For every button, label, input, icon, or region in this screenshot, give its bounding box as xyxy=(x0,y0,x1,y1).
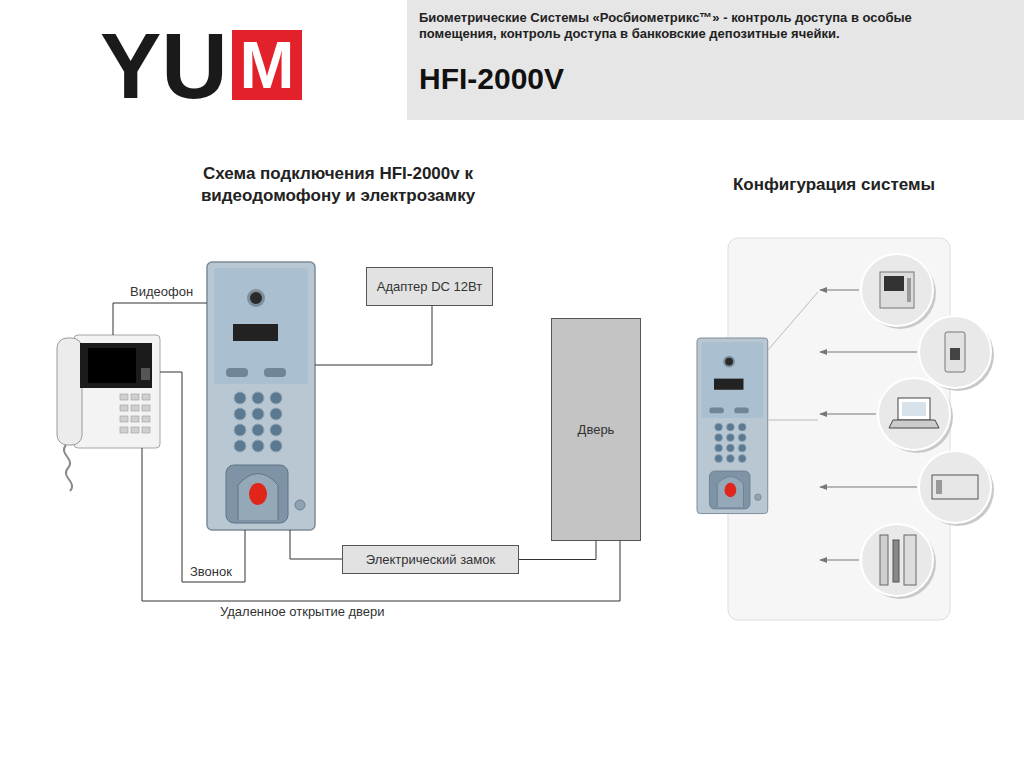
adapter-box: Адаптер DC 12Вт xyxy=(366,267,493,306)
bell-wire xyxy=(160,372,245,582)
node-text: Адаптер DC 12Вт xyxy=(377,279,482,295)
config-leader xyxy=(768,420,818,421)
config-circle xyxy=(919,451,991,523)
videophone-icon xyxy=(907,278,911,302)
header-band: Биометрические Системы «Росбиометрикс™» … xyxy=(407,0,1024,120)
section-heading: Конфигурация системы xyxy=(684,174,984,196)
videophone-illustration xyxy=(141,368,150,380)
videophone-illustration xyxy=(74,335,160,448)
config-leader xyxy=(768,292,818,350)
lock-wire xyxy=(290,530,342,559)
videophone-illustration xyxy=(120,416,128,422)
wire-label: Удаленное открытие двери xyxy=(220,604,385,619)
videophone-illustration xyxy=(120,405,128,411)
door-hardware-icon xyxy=(904,535,916,585)
videophone-illustration xyxy=(120,427,128,433)
videophone-illustration xyxy=(88,348,136,383)
videophone-illustration xyxy=(57,335,160,491)
reader-icon xyxy=(945,332,965,372)
logo-mark: M xyxy=(232,30,302,100)
remote-open-wire xyxy=(142,448,620,601)
videophone-illustration xyxy=(131,394,139,400)
node-text: HFI-2000V xyxy=(419,62,1012,96)
config-circle xyxy=(861,524,933,596)
computer-icon xyxy=(889,420,939,428)
reader-icon xyxy=(945,332,965,372)
videophone-icon xyxy=(880,272,914,308)
computer-icon xyxy=(898,398,930,420)
videophone-illustration xyxy=(142,405,150,411)
node-text: Дверь xyxy=(578,422,615,438)
door-hardware-icon xyxy=(893,540,899,582)
door-box: Дверь xyxy=(551,318,641,541)
config-circle xyxy=(861,254,994,599)
lock-box: Электрический замок xyxy=(342,545,519,574)
videophone-illustration xyxy=(120,394,128,400)
door-hardware-icon xyxy=(880,535,916,585)
config-arrow xyxy=(820,487,917,488)
videophone-illustration xyxy=(142,394,150,400)
lock-icon xyxy=(932,475,978,499)
wire-label: Звонок xyxy=(190,564,232,579)
config-device xyxy=(697,338,768,514)
config-circle xyxy=(861,254,933,326)
config-leader xyxy=(768,292,818,420)
videophone-illustration xyxy=(64,445,72,491)
wire-label: Видеофон xyxy=(130,284,193,299)
node-text: Биометрические Системы «Росбиометрикс™» … xyxy=(419,10,964,42)
config-arrow xyxy=(820,352,917,353)
config-arrow xyxy=(820,414,876,415)
node-text: Электрический замок xyxy=(366,552,495,568)
wire-connector xyxy=(519,541,596,560)
videophone-illustration xyxy=(57,338,82,445)
config-arrow xyxy=(820,560,859,561)
lock-icon xyxy=(936,480,942,494)
power-wire xyxy=(315,306,432,365)
videophone-illustration xyxy=(131,416,139,422)
videophone-illustration xyxy=(120,394,150,433)
computer-icon xyxy=(902,402,926,416)
hfi-panel-illustration xyxy=(207,262,315,530)
section-heading: Схема подключения HFI-2000v к видеодомоф… xyxy=(173,163,503,207)
configuration-illustration xyxy=(697,238,994,620)
config-circle xyxy=(878,378,950,450)
videophone-illustration xyxy=(131,427,139,433)
videophone-illustration xyxy=(142,427,150,433)
videophone-icon xyxy=(880,272,914,308)
wire xyxy=(113,303,620,601)
reader-icon xyxy=(950,348,960,360)
config-circle xyxy=(919,316,991,388)
config-device-shape xyxy=(697,338,768,514)
config-arrow xyxy=(820,290,859,291)
videophone-wire xyxy=(113,303,207,335)
lock-icon xyxy=(932,475,978,499)
videophone-illustration xyxy=(80,343,152,388)
computer-icon xyxy=(889,398,939,428)
door-hardware-icon xyxy=(880,535,888,585)
videophone-illustration xyxy=(131,405,139,411)
logo-text: YU xyxy=(100,20,228,112)
videophone-illustration xyxy=(142,416,150,422)
videophone-icon xyxy=(884,276,904,291)
